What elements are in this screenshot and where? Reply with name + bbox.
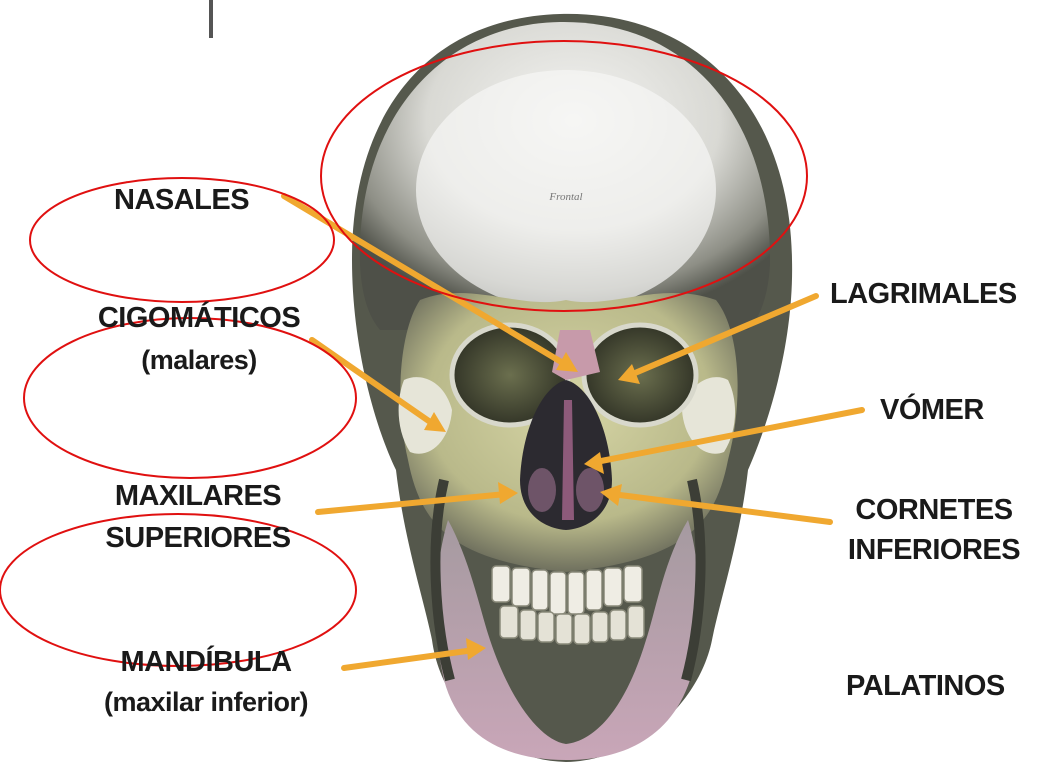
skull-illustration [352, 14, 792, 762]
label-cornetes-sub: INFERIORES [834, 532, 1034, 568]
label-nasales: NASALES [114, 182, 249, 218]
label-cigomaticos-sub: (malares) [94, 344, 304, 378]
label-maxilares-group: MAXILARES SUPERIORES [92, 478, 304, 557]
frontal-label: Frontal [548, 191, 582, 203]
label-mandibula-sub: (maxilar inferior) [60, 686, 352, 720]
label-cornetes-group: CORNETES INFERIORES [834, 492, 1034, 569]
label-vomer: VÓMER [880, 392, 984, 428]
label-cigomaticos: CIGOMÁTICOS [94, 300, 304, 336]
top-divider-mark [209, 0, 213, 38]
label-palatinos: PALATINOS [846, 668, 1005, 704]
label-cigomaticos-group: CIGOMÁTICOS (malares) [94, 300, 304, 378]
label-lagrimales: LAGRIMALES [830, 276, 1017, 312]
label-mandibula: MANDÍBULA [60, 644, 352, 680]
label-cornetes: CORNETES [834, 492, 1034, 528]
label-mandibula-group: MANDÍBULA (maxilar inferior) [60, 644, 352, 720]
label-maxilares-sub: SUPERIORES [92, 520, 304, 556]
label-maxilares: MAXILARES [92, 478, 304, 514]
